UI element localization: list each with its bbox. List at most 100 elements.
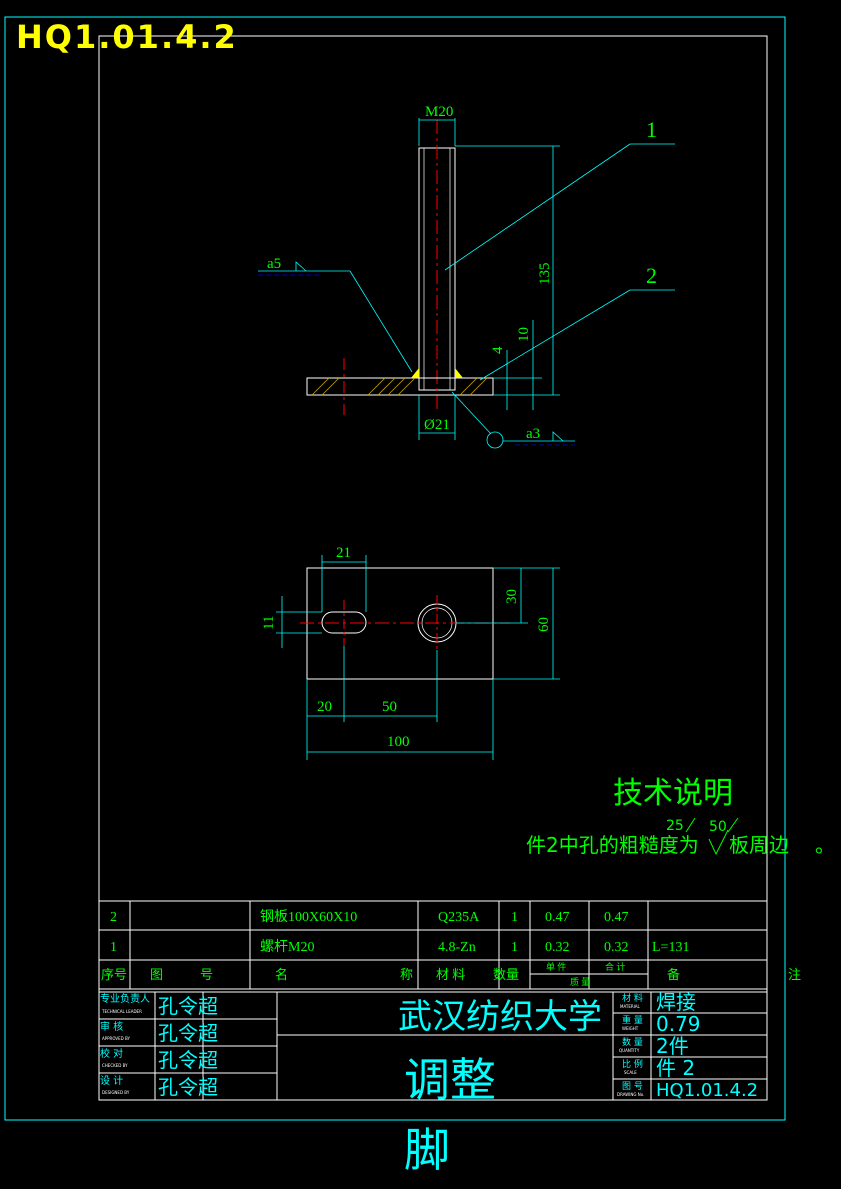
header-name: 名 bbox=[275, 967, 288, 982]
role-label: 审 核 bbox=[100, 1020, 123, 1033]
part-name: 钢板100X60X10 bbox=[260, 909, 357, 925]
header-mass: 质 量 bbox=[570, 976, 590, 987]
leader-label-1: 1 bbox=[646, 117, 657, 142]
part-total-mass: 0.47 bbox=[604, 910, 629, 925]
dim-135: 135 bbox=[537, 263, 553, 286]
drawing-code-caption: HQ1.01.4.2 bbox=[16, 18, 238, 56]
part-qty: 1 bbox=[511, 940, 518, 955]
person-name: 孔令超 bbox=[158, 1048, 218, 1072]
dim-10: 10 bbox=[516, 327, 532, 342]
role-1: 专业负责人 TECHNICAL LEADER 孔令超 bbox=[100, 992, 218, 1018]
parts-list bbox=[99, 900, 767, 990]
role-sublabel: TECHNICAL LEADER bbox=[101, 1009, 142, 1014]
leader-label-2: 2 bbox=[646, 263, 657, 288]
roughness-value-1: 25 bbox=[666, 818, 684, 834]
part-remark: L=131 bbox=[652, 940, 689, 955]
role-sublabel: DESIGNED BY bbox=[102, 1090, 130, 1095]
dim-20: 20 bbox=[317, 699, 332, 715]
header-no: 序号 bbox=[101, 967, 127, 982]
person-name: 孔令超 bbox=[158, 1075, 218, 1099]
header-remark: 备 bbox=[667, 967, 680, 982]
info-code: 图 号 DRAWING No. HQ1.01.4.2 bbox=[617, 1080, 758, 1101]
role-label: 设 计 bbox=[100, 1074, 123, 1087]
dim-11: 11 bbox=[261, 616, 277, 630]
part-no: 1 bbox=[110, 940, 117, 955]
university-name: 武汉纺织大学 bbox=[398, 997, 602, 1037]
part-material: 4.8-Zn bbox=[438, 940, 476, 955]
plan-view: 21 11 30 60 20 50 100 bbox=[261, 545, 560, 760]
role-sublabel: CHECKED BY bbox=[102, 1063, 128, 1068]
info-label: 比 例 bbox=[622, 1058, 643, 1070]
info-sublabel: SCALE bbox=[624, 1070, 637, 1075]
weld-circle bbox=[486, 431, 504, 449]
role-2: 审 核 APPROVED BY 孔令超 bbox=[100, 1020, 218, 1045]
person-name: 孔令超 bbox=[158, 1021, 218, 1045]
info-label: 数 量 bbox=[622, 1036, 643, 1048]
info-sublabel: DRAWING No. bbox=[617, 1092, 644, 1097]
role-sublabel: APPROVED BY bbox=[102, 1036, 131, 1041]
dim-60: 60 bbox=[536, 617, 552, 632]
header-code: 号 bbox=[200, 967, 213, 982]
part-total-mass: 0.32 bbox=[604, 940, 629, 955]
info-quantity: 数 量 QUANTITY 2件 bbox=[619, 1034, 689, 1058]
info-value: HQ1.01.4.2 bbox=[656, 1080, 758, 1101]
info-label: 材 料 bbox=[622, 992, 643, 1004]
part-unit-mass: 0.32 bbox=[545, 940, 570, 955]
weld-a5: a5 bbox=[267, 256, 281, 272]
drawing-title-2: 脚 bbox=[404, 1123, 450, 1177]
info-label: 重 量 bbox=[622, 1014, 643, 1026]
role-3: 校 对 CHECKED BY 孔令超 bbox=[100, 1047, 218, 1072]
part-qty: 1 bbox=[511, 910, 518, 925]
role-label: 校 对 bbox=[100, 1047, 123, 1060]
weld-a3: a3 bbox=[526, 426, 540, 442]
dim-100: 100 bbox=[387, 734, 410, 750]
notes-title: 技术说明 bbox=[613, 776, 733, 811]
role-label: 专业负责人 bbox=[100, 992, 150, 1005]
info-label: 图 号 bbox=[622, 1081, 643, 1092]
header-name2: 称 bbox=[400, 967, 413, 982]
dim-4: 4 bbox=[490, 346, 506, 354]
parts-row-2: 2 钢板100X60X10 Q235A 1 0.47 0.47 bbox=[110, 909, 629, 925]
header-drawing: 图 bbox=[150, 967, 163, 982]
person-name: 孔令超 bbox=[158, 994, 218, 1018]
info-value: 2件 bbox=[656, 1034, 689, 1058]
info-scale: 比 例 SCALE 件 2 bbox=[622, 1056, 695, 1080]
dim-21: 21 bbox=[336, 545, 351, 561]
technical-notes: 技术说明 件2中孔的粗糙度为 25 50 板周边 。 bbox=[526, 776, 835, 857]
info-weight: 重 量 WEIGHT 0.79 bbox=[622, 1012, 701, 1036]
header-unit: 单 件 bbox=[546, 961, 566, 972]
weld-left bbox=[411, 368, 419, 378]
info-sublabel: MATERIAL bbox=[620, 1004, 641, 1009]
parts-row-1: 1 螺杆M20 4.8-Zn 1 0.32 0.32 L=131 bbox=[110, 939, 689, 955]
info-value: 焊接 bbox=[656, 990, 696, 1014]
info-value: 件 2 bbox=[656, 1056, 695, 1080]
outer-frame bbox=[4, 16, 786, 1121]
header-qty: 数量 bbox=[493, 967, 519, 982]
dim-phi21: Ø21 bbox=[424, 417, 450, 433]
role-4: 设 计 DESIGNED BY 孔令超 bbox=[100, 1074, 218, 1099]
roughness-value-2: 50 bbox=[709, 819, 727, 835]
notes-line-end: 。 bbox=[815, 833, 835, 857]
dim-50: 50 bbox=[382, 699, 397, 715]
drawing-title-1: 调整 bbox=[404, 1053, 496, 1107]
info-sublabel: WEIGHT bbox=[622, 1026, 639, 1031]
dim-30: 30 bbox=[504, 589, 520, 604]
part-material: Q235A bbox=[438, 910, 480, 925]
plate-section bbox=[306, 377, 494, 396]
front-view: M20 135 10 4 Ø21 1 2 a5 bbox=[258, 104, 675, 449]
info-material: 材 料 MATERIAL 焊接 bbox=[620, 990, 696, 1014]
header-remark2: 注 bbox=[788, 967, 801, 982]
notes-line-prefix: 件2中孔的粗糙度为 bbox=[526, 833, 699, 857]
title-block-grid bbox=[98, 991, 768, 1101]
part-name: 螺杆M20 bbox=[260, 939, 314, 955]
info-value: 0.79 bbox=[656, 1012, 701, 1036]
part-unit-mass: 0.47 bbox=[545, 910, 570, 925]
info-sublabel: QUANTITY bbox=[619, 1048, 640, 1053]
part-no: 2 bbox=[110, 910, 117, 925]
weld-right bbox=[455, 368, 463, 378]
notes-line-mid: 板周边 bbox=[729, 833, 789, 857]
dim-m20: M20 bbox=[425, 104, 453, 120]
header-material: 材 料 bbox=[436, 967, 465, 982]
parts-header: 序号 图 号 名 称 材 料 数量 单 件 合 计 质 量 备 注 bbox=[101, 961, 801, 987]
